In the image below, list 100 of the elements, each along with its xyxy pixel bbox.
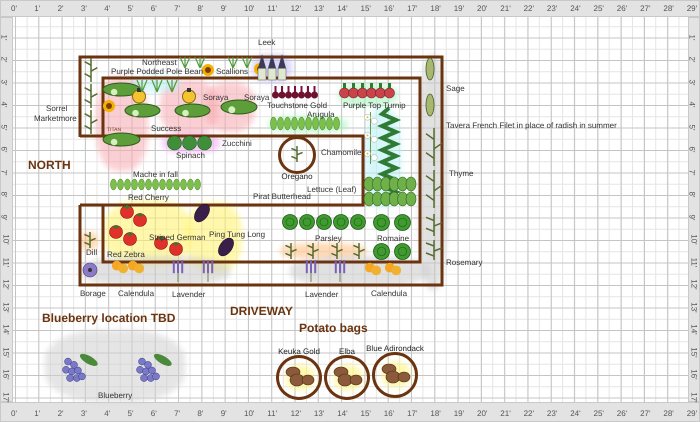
ruler-number: 8' (197, 4, 204, 13)
ruler-number: 7' (174, 409, 180, 418)
plant-label: Zucchini (222, 139, 252, 148)
plant-label: Dill (86, 248, 98, 257)
plant-label: Purple Top Turnip (343, 101, 406, 110)
ruler-number: 4' (104, 409, 110, 418)
ruler-number: 28' (663, 4, 674, 13)
ruler-number: 1' (34, 4, 40, 13)
ruler-number: 2' (58, 409, 64, 418)
ruler-number: 16' (2, 369, 11, 380)
ruler-number: 20' (477, 4, 488, 13)
plant-label: Success (151, 124, 182, 133)
ruler-number: 2' (58, 4, 64, 13)
ruler-number: 9' (688, 214, 696, 220)
ruler-number: 11' (267, 4, 278, 13)
plant-label: Spinach (176, 151, 205, 160)
ruler-number: 15' (360, 409, 371, 418)
ruler-number: 7' (688, 169, 696, 175)
ruler-number: 20' (477, 409, 488, 418)
ruler-number: 28' (663, 409, 674, 418)
plant-label: Red Cherry (128, 193, 169, 202)
plant-label: Romaine (377, 234, 410, 243)
ruler-number: 14' (337, 4, 348, 13)
ruler-number: 9' (220, 409, 227, 418)
plant-label: Striped German (149, 233, 206, 242)
plant-label: Rosemary (446, 258, 482, 267)
ruler-number: 12' (2, 279, 11, 290)
ruler-number: 14' (337, 409, 348, 418)
ruler-number: 21' (500, 4, 511, 13)
ruler-number: 24' (570, 4, 581, 13)
ruler-number: 23' (546, 4, 558, 13)
ruler-number: 29' (686, 409, 698, 418)
ruler-number: 15' (360, 4, 371, 13)
plant-label: Parsley (315, 234, 342, 243)
ruler-number: 9' (0, 214, 8, 220)
ruler-number: 22' (524, 4, 534, 13)
plant-label: Pirat Butterhead (253, 192, 311, 201)
plant-label: Chamomile (321, 148, 362, 157)
ruler-number: 13' (2, 302, 11, 312)
plant-label: Keuka Gold (278, 347, 320, 356)
ruler-number: 0' (11, 4, 17, 13)
ruler-number: 8' (688, 192, 696, 198)
ruler-number: 4' (688, 102, 696, 108)
ruler-number: 15' (690, 346, 699, 358)
ruler-number: 12' (290, 409, 302, 418)
ruler-number: 27' (640, 4, 651, 13)
plant-label: Thyme (449, 169, 474, 178)
plant-label: Calendula (118, 289, 154, 298)
plant-label: Sorrel (46, 104, 68, 113)
ruler-number: 12' (290, 4, 302, 13)
ruler-number: 3' (0, 79, 8, 85)
ruler-number: 17' (690, 392, 699, 402)
ruler-number: 17' (407, 409, 418, 418)
ruler-number: 14' (690, 324, 699, 335)
ruler-number: 10' (244, 4, 254, 13)
area-label: NORTH (28, 158, 71, 172)
ruler-number: 14' (2, 324, 11, 335)
ruler-number: 19' (454, 409, 464, 418)
ruler-number: 15' (2, 346, 11, 358)
area-label: DRIVEWAY (230, 304, 293, 318)
ruler-number: 7' (0, 169, 8, 175)
ruler-number: 4' (0, 102, 8, 108)
plant-label: Blueberry (98, 391, 132, 400)
area-label: Potato bags (299, 321, 368, 335)
plant-label: Sage (446, 84, 465, 93)
plant-label: Mache in fall (133, 170, 178, 179)
plant-label: Lavender (305, 290, 338, 299)
plant-label: Leek (258, 38, 276, 47)
ruler-number: 17' (407, 4, 418, 13)
ruler-number: 1' (34, 409, 40, 418)
ruler-number: 2' (688, 56, 696, 62)
ruler-number: 12' (690, 279, 699, 290)
ruler-number: 4' (104, 4, 110, 13)
ruler-number: 7' (174, 4, 180, 13)
plant-label: Scallions (216, 67, 248, 76)
ruler-number: 8' (197, 409, 204, 418)
plant-label: Lettuce (Leaf) (307, 185, 356, 194)
ruler-number: 2' (0, 56, 8, 62)
ruler-number: 6' (688, 146, 696, 152)
ruler-number: 5' (128, 409, 134, 418)
plant-label: Tavera French Filet in place of radish in summer (446, 121, 617, 130)
ruler-number: 16' (384, 409, 394, 418)
ruler-number: 25' (594, 409, 604, 418)
ruler-number: 10' (2, 234, 11, 245)
ruler-number: 1' (0, 34, 8, 40)
ruler-number: 1' (688, 34, 696, 40)
ruler-number: 0' (11, 409, 17, 418)
ruler-number: 5' (0, 124, 8, 130)
ruler-number: 6' (150, 409, 157, 418)
plant-label: Arugula (307, 110, 335, 119)
ruler-number: 5' (688, 124, 696, 130)
plant-label: Calendula (371, 289, 408, 298)
ruler-number: 23' (546, 409, 558, 418)
plant-label: Touchstone Gold (267, 101, 328, 110)
ruler-number: 17' (2, 392, 11, 402)
ruler-number: 11' (267, 409, 278, 418)
plant-label: Ping Tung Long (209, 230, 266, 239)
ruler-number: 18' (430, 4, 441, 13)
ruler-number: 8' (0, 192, 8, 198)
plant-label: Northeast (142, 58, 177, 67)
